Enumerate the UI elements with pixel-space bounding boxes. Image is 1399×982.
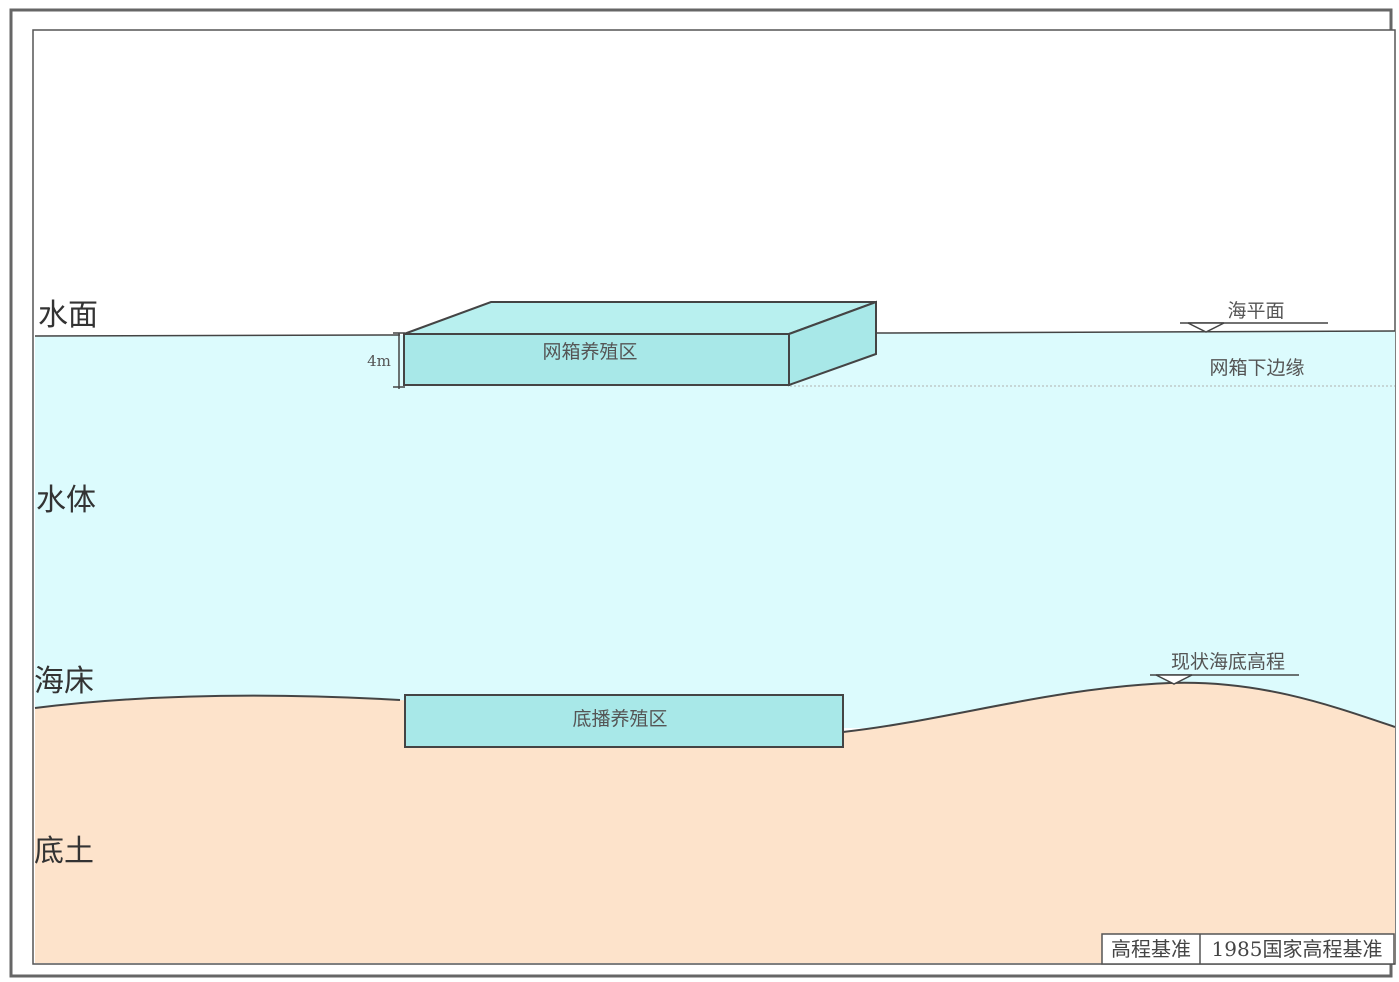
sea-level-triangle-icon <box>1187 322 1225 333</box>
seabed-elevation-label: 现状海底高程 <box>1171 651 1285 673</box>
seabed-label: 海床 <box>34 664 94 699</box>
cage-box-front <box>403 333 790 386</box>
subsoil-label: 底土 <box>34 834 94 869</box>
subsoil-area <box>35 682 1395 963</box>
bottom-sowing-label: 底播养殖区 <box>572 708 667 730</box>
water-body-area <box>35 331 1395 728</box>
water-body-label: 水体 <box>36 483 96 518</box>
surface-label: 水面 <box>38 298 98 333</box>
seabed-elevation-triangle-icon <box>1155 674 1193 685</box>
sea-level-label: 海平面 <box>1227 300 1284 322</box>
datum-value: 1985国家高程基准 <box>1212 937 1383 961</box>
seabed-line-left <box>34 694 401 709</box>
bottom-sowing-box <box>404 694 844 748</box>
seabed-line-right <box>842 681 1396 733</box>
water-surface-line <box>34 334 401 337</box>
cage-bottom-edge-label: 网箱下边缘 <box>1209 357 1304 379</box>
cage-culture-label: 网箱养殖区 <box>542 341 637 363</box>
water-surface-line-right <box>874 330 1396 334</box>
cage-depth-label: 4m <box>367 352 391 370</box>
datum-legend-box <box>1101 933 1395 965</box>
datum-label: 高程基准 <box>1111 937 1191 961</box>
